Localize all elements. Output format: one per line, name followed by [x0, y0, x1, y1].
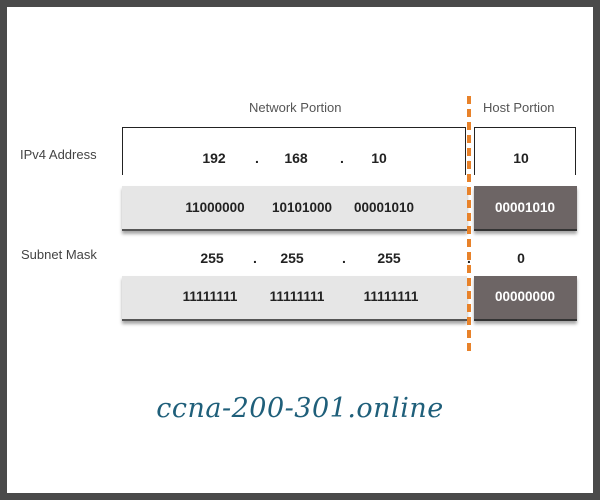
mask-dot-2: .	[342, 250, 346, 266]
ipv4-octet-1: 192	[202, 150, 226, 166]
mask-binary-network-box	[122, 276, 467, 321]
mask-octet-4: 0	[517, 250, 525, 266]
network-host-divider	[467, 96, 471, 354]
network-portion-bracket	[122, 127, 466, 175]
ipv4-octet-3: 10	[371, 150, 387, 166]
ipv4-binary-host-box	[474, 186, 577, 231]
ipv4-binary-octet-4: 00001010	[494, 200, 556, 215]
mask-binary-octet-2: 11111111	[269, 289, 325, 304]
mask-binary-octet-3: 11111111	[363, 289, 419, 304]
mask-octet-3: 255	[377, 250, 401, 266]
mask-dot-1: .	[253, 250, 257, 266]
ipv4-octet-2: 168	[284, 150, 308, 166]
ipv4-dot-2: .	[340, 150, 344, 166]
ipv4-binary-octet-2: 10101000	[271, 200, 333, 215]
mask-binary-octet-4: 00000000	[494, 289, 556, 304]
mask-binary-host-box	[474, 276, 577, 321]
network-portion-label: Network Portion	[249, 100, 342, 115]
watermark-text: ccna-200-301.online	[156, 393, 444, 424]
mask-binary-octet-1: 11111111	[182, 289, 238, 304]
ipv4-binary-octet-3: 00001010	[353, 200, 415, 215]
ipv4-dot-1: .	[255, 150, 259, 166]
mask-octet-2: 255	[280, 250, 304, 266]
ipv4-address-label: IPv4 Address	[20, 147, 97, 162]
ipv4-binary-network-box	[122, 186, 467, 231]
ipv4-binary-octet-1: 11000000	[185, 200, 245, 215]
mask-octet-1: 255	[200, 250, 224, 266]
subnet-mask-label: Subnet Mask	[21, 247, 97, 262]
host-portion-label: Host Portion	[483, 100, 555, 115]
ipv4-octet-4: 10	[513, 150, 529, 166]
host-portion-bracket	[474, 127, 576, 175]
